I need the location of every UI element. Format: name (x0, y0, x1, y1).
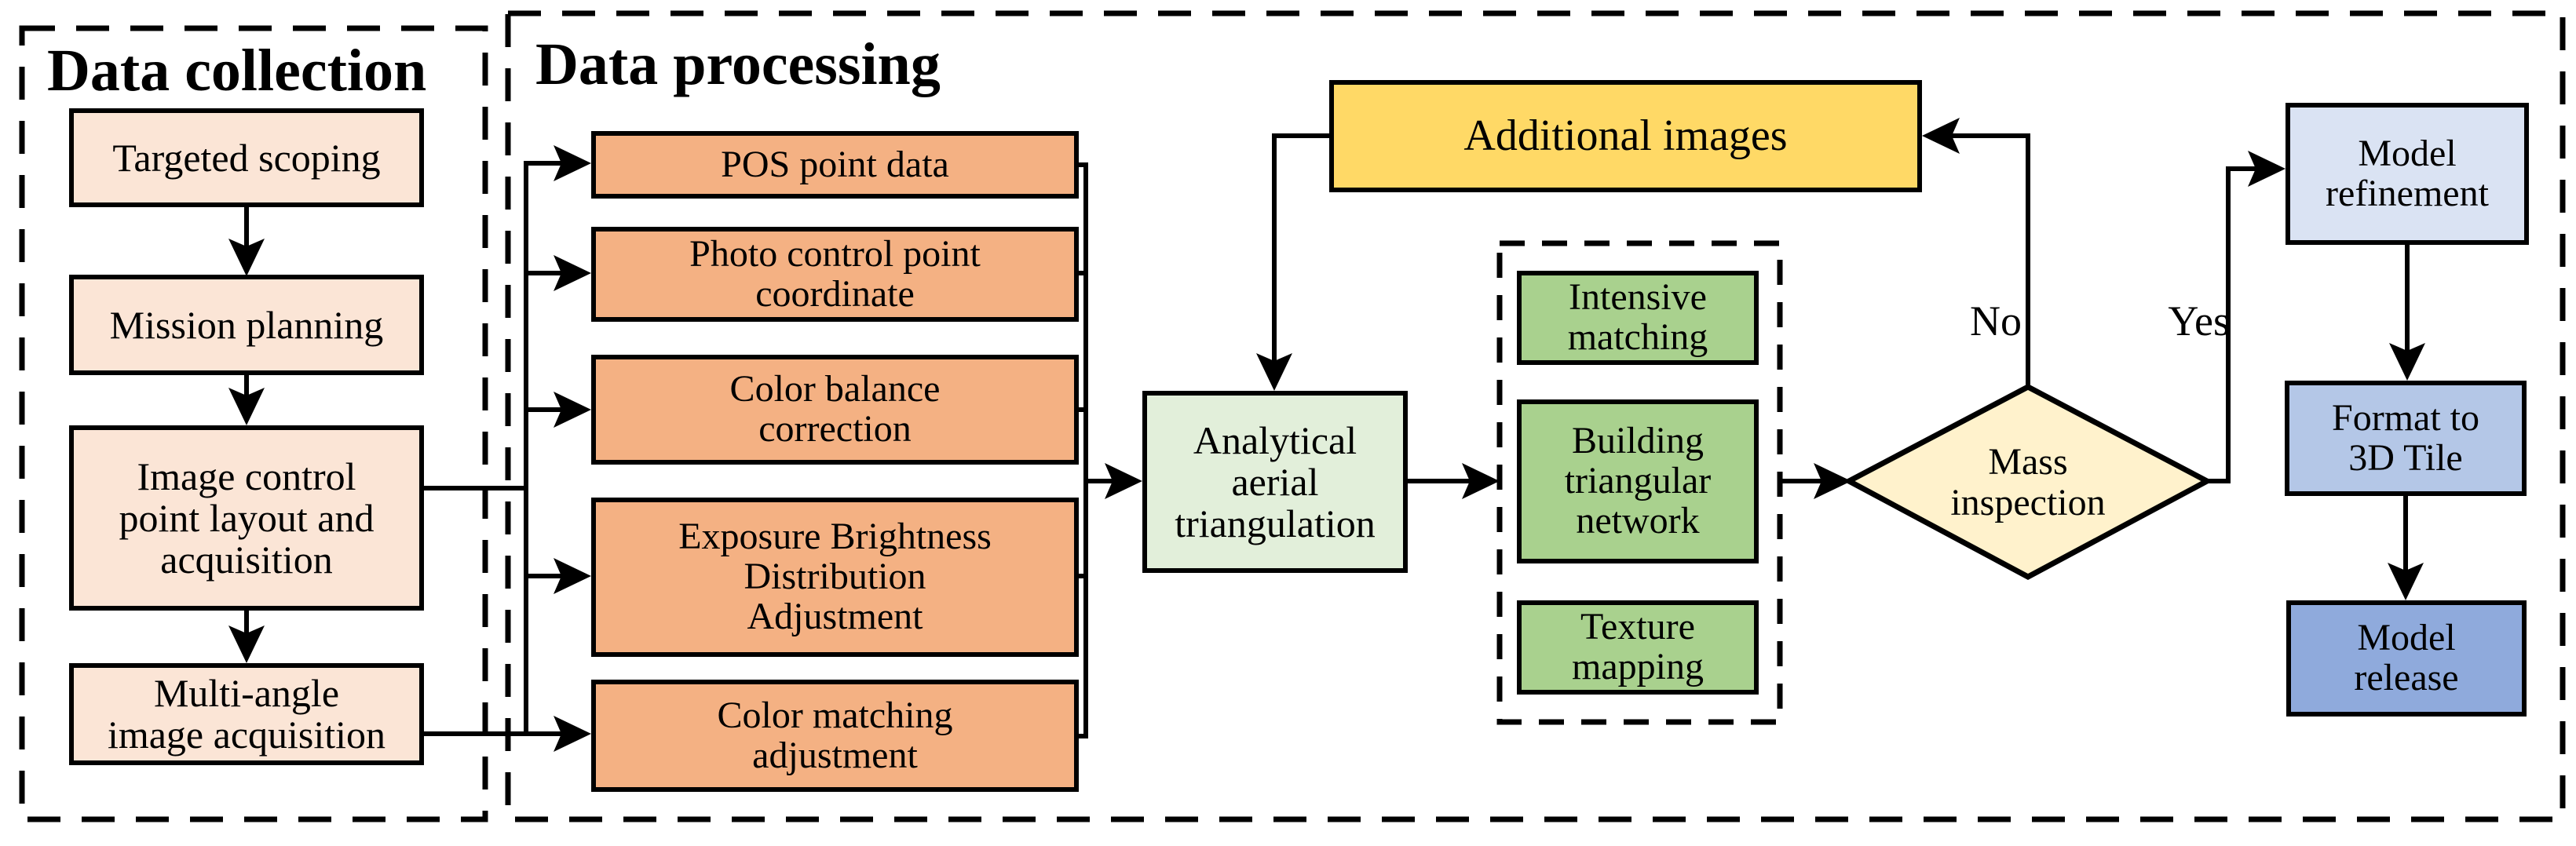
decision-mass-inspection-label: Mass inspection (1950, 441, 2106, 523)
data-processing-title: Data processing (535, 31, 941, 97)
node-mission-planning: Mission planning (69, 275, 424, 375)
data-collection-title: Data collection (47, 38, 427, 104)
node-analytical-aerial-triangulation: Analytical aerial triangulation (1142, 391, 1408, 573)
node-texture-mapping: Texture mapping (1517, 600, 1759, 695)
node-pos-point-data: POS point data (591, 131, 1079, 199)
node-color-balance-correction: Color balance correction (591, 355, 1079, 465)
node-exposure-brightness-adjustment: Exposure Brightness Distribution Adjustm… (591, 498, 1079, 657)
node-additional-images: Additional images (1329, 80, 1922, 192)
decision-no-label: No (1970, 297, 2022, 345)
node-model-release: Model release (2286, 600, 2527, 717)
node-intensive-matching: Intensive matching (1517, 271, 1759, 365)
node-format-to-3d-tile: Format to 3D Tile (2285, 381, 2527, 496)
decision-yes-label: Yes (2168, 297, 2230, 345)
node-building-triangular-network: Building triangular network (1517, 399, 1759, 563)
data-collection-border (19, 25, 488, 822)
arrowheads (228, 118, 2425, 752)
node-image-control-point: Image control point layout and acquisiti… (69, 425, 424, 611)
mass-inspection-diamond (1843, 384, 2213, 580)
node-color-matching-adjustment: Color matching adjustment (591, 680, 1079, 792)
node-multi-angle-acquisition: Multi-angle image acquisition (69, 663, 424, 765)
node-targeted-scoping: Targeted scoping (69, 108, 424, 207)
data-processing-border (505, 10, 2566, 822)
node-photo-control-point: Photo control point coordinate (591, 227, 1079, 322)
node-model-refinement: Model refinement (2286, 103, 2529, 245)
